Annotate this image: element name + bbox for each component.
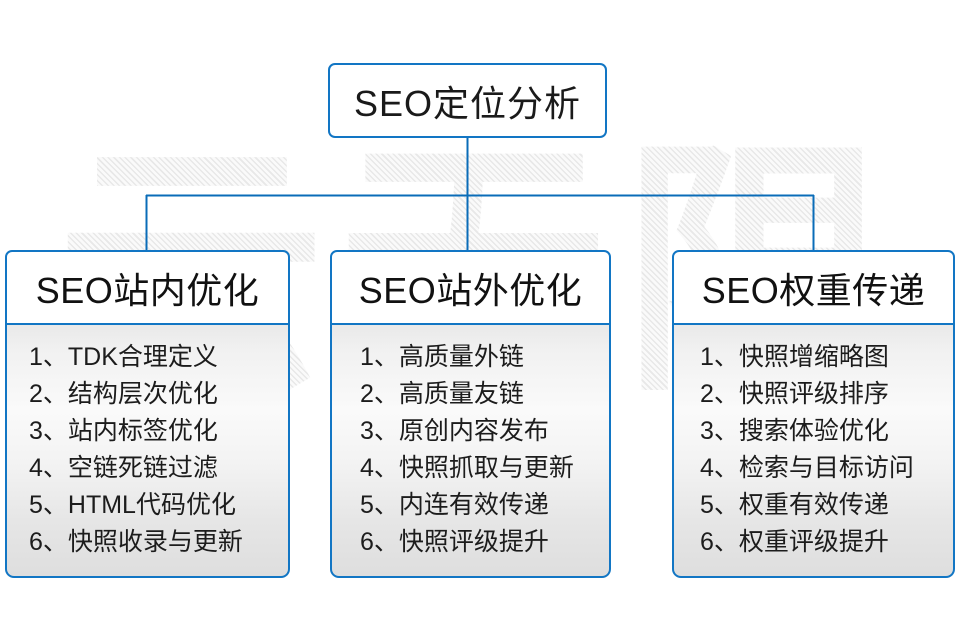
list-item: 5、HTML代码优化 [29, 491, 236, 519]
list-item: 4、快照抓取与更新 [360, 454, 574, 482]
list-item: 1、高质量外链 [360, 343, 524, 371]
branch-item-list-1: 1、TDK合理定义 2、结构层次优化 3、站内标签优化 4、空链死链过滤 5、H… [7, 339, 288, 561]
branch-header-label-1: SEO站内优化 [35, 269, 260, 311]
list-item: 4、检索与目标访问 [700, 454, 914, 482]
list-item: 2、结构层次优化 [29, 380, 218, 408]
root-node[interactable]: SEO定位分析 [328, 63, 607, 138]
branch-header-label-3: SEO权重传递 [701, 269, 926, 311]
list-item: 6、快照评级提升 [360, 528, 549, 556]
list-item: 6、快照收录与更新 [29, 528, 243, 556]
list-item: 2、快照评级排序 [700, 380, 889, 408]
list-item: 1、快照增缩略图 [700, 343, 889, 371]
list-item: 5、内连有效传递 [360, 491, 549, 519]
branch-header-label-2: SEO站外优化 [358, 269, 583, 311]
list-item: 3、原创内容发布 [360, 417, 549, 445]
branch-body-3: 1、快照增缩略图 2、快照评级排序 3、搜索体验优化 4、检索与目标访问 5、权… [672, 325, 955, 578]
list-item: 3、搜索体验优化 [700, 417, 889, 445]
branch-body-1: 1、TDK合理定义 2、结构层次优化 3、站内标签优化 4、空链死链过滤 5、H… [5, 325, 290, 578]
branch-item-list-3: 1、快照增缩略图 2、快照评级排序 3、搜索体验优化 4、检索与目标访问 5、权… [674, 339, 953, 561]
list-item: 6、权重评级提升 [700, 528, 889, 556]
branch-header-3[interactable]: SEO权重传递 [672, 250, 955, 325]
root-node-label: SEO定位分析 [353, 82, 582, 124]
branch-header-2[interactable]: SEO站外优化 [330, 250, 611, 325]
branch-item-list-2: 1、高质量外链 2、高质量友链 3、原创内容发布 4、快照抓取与更新 5、内连有… [332, 339, 609, 561]
branch-column-1: SEO站内优化 1、TDK合理定义 2、结构层次优化 3、站内标签优化 4、空链… [5, 250, 290, 578]
list-item: 1、TDK合理定义 [29, 343, 218, 371]
list-item: 2、高质量友链 [360, 380, 524, 408]
branch-column-3: SEO权重传递 1、快照增缩略图 2、快照评级排序 3、搜索体验优化 4、检索与… [672, 250, 955, 578]
branch-header-1[interactable]: SEO站内优化 [5, 250, 290, 325]
list-item: 3、站内标签优化 [29, 417, 218, 445]
branch-column-2: SEO站外优化 1、高质量外链 2、高质量友链 3、原创内容发布 4、快照抓取与… [330, 250, 611, 578]
branch-body-2: 1、高质量外链 2、高质量友链 3、原创内容发布 4、快照抓取与更新 5、内连有… [330, 325, 611, 578]
list-item: 4、空链死链过滤 [29, 454, 218, 482]
list-item: 5、权重有效传递 [700, 491, 889, 519]
